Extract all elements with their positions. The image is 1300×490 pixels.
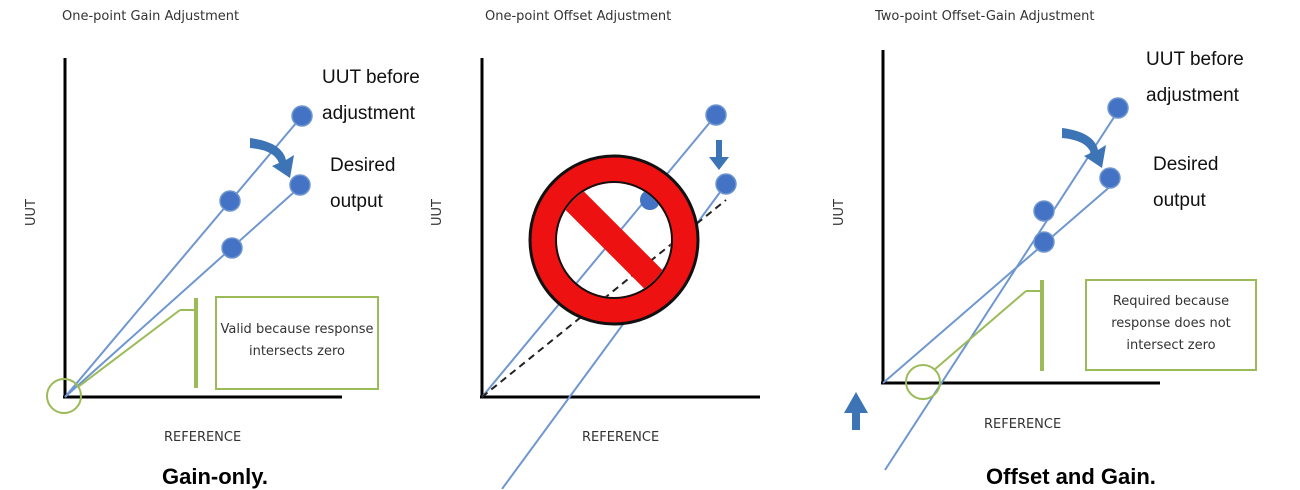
callout-connector: [933, 290, 1027, 371]
shifted-point-high: [715, 173, 737, 195]
caption-gain-only: Gain-only.: [162, 464, 268, 489]
y-axis-label: UUT: [831, 199, 847, 226]
callout-text: Valid because response intersects zero: [220, 322, 374, 359]
desired-point-low: [221, 237, 243, 259]
callout-box: [215, 296, 379, 390]
callout-connector: [77, 309, 181, 388]
x-axis-label: REFERENCE: [164, 430, 242, 445]
panel-offset-only: One-point Offset Adjustment: [430, 0, 790, 489]
desired-point-low: [1033, 231, 1055, 253]
no-symbol-inner: [557, 183, 671, 297]
uut-before-line: [884, 107, 1121, 471]
panel-title: Two-point Offset-Gain Adjustment: [875, 9, 1095, 24]
desired-output-line: [882, 177, 1121, 384]
caption-offset-gain: Offset and Gain.: [986, 464, 1156, 489]
uut-before-line: [64, 115, 303, 398]
rotate-arrow-icon: [1062, 128, 1106, 168]
y-axis-label: UUT: [23, 199, 39, 226]
x-axis-label: REFERENCE: [984, 417, 1062, 432]
down-arrow-icon: [709, 140, 729, 170]
offset-gain-diagram: [844, 50, 1257, 471]
desired-point-high: [1099, 167, 1121, 189]
desired-point-high: [289, 174, 311, 196]
panel-offset-gain: Two-point Offset-Gain Adjustment UUT REF…: [790, 0, 1300, 489]
panel-title: One-point Offset Adjustment: [485, 9, 672, 24]
x-axis-label: REFERENCE: [582, 430, 660, 445]
rotate-arrow-icon: [250, 138, 294, 178]
uut-point-high: [705, 104, 727, 126]
uut-point-low: [219, 190, 241, 212]
desired-output-line: [64, 184, 303, 398]
panel-gain-only: One-point Gain Adjustment UUT REFERENCE …: [0, 0, 430, 489]
panel-title: One-point Gain Adjustment: [62, 9, 240, 24]
annotation-uut-before: UUT before adjustment: [322, 67, 420, 124]
uut-point-high: [291, 105, 313, 127]
intercept-callout-circle: [905, 364, 941, 400]
callout-box: [1085, 279, 1257, 371]
y-axis-label: UUT: [429, 199, 445, 226]
annotation-uut-before: UUT before adjustment: [1146, 49, 1244, 106]
annotation-desired-output: Desired output: [1153, 154, 1219, 211]
uut-point-low: [1033, 200, 1055, 222]
origin-callout-circle: [46, 378, 82, 414]
callout-text: Required because response does not inter…: [1111, 294, 1231, 353]
annotation-desired-output: Desired output: [330, 155, 396, 212]
up-arrow-icon: [844, 392, 868, 430]
gain-only-diagram: [46, 58, 379, 414]
uut-point-high: [1107, 97, 1129, 119]
